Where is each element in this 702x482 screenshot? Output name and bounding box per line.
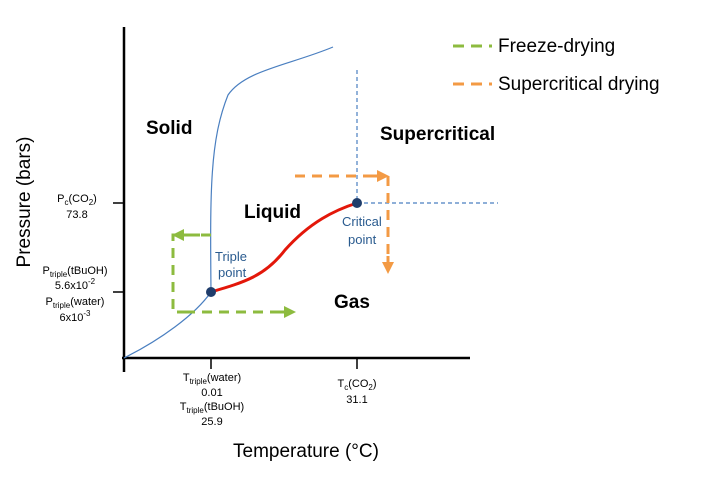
critical-point-marker xyxy=(352,198,362,208)
freeze-drying-path-left xyxy=(171,233,211,314)
x-tick-value-twater: 0.01 xyxy=(201,387,222,399)
critical-point-label-1: Critical xyxy=(342,214,382,229)
x-tick-value-tc: 31.1 xyxy=(346,394,367,406)
triple-point-label-1: Triple xyxy=(215,249,247,264)
region-solid: Solid xyxy=(146,118,192,139)
critical-point-label-2: point xyxy=(348,232,377,247)
y-tick-value-pc: 73.8 xyxy=(66,209,87,221)
vaporization-curve xyxy=(210,201,358,294)
y-tick-value-ptbuoh: 5.6x10-2 xyxy=(55,277,96,292)
x-tick-label-ttbuoh: Ttriple(tBuOH) xyxy=(180,401,244,415)
x-axis-title: Temperature (°C) xyxy=(233,441,379,462)
sublimation-curve xyxy=(123,291,212,359)
melting-curve xyxy=(210,46,334,293)
x-tick-label-tc: Tc(CO2) xyxy=(337,378,376,392)
y-tick-value-pwater: 6x10-3 xyxy=(60,309,92,324)
region-gas: Gas xyxy=(334,292,370,313)
region-liquid: Liquid xyxy=(244,202,301,223)
y-tick-label-pc: Pc(CO2) xyxy=(57,193,97,207)
x-tick-value-ttbuoh: 25.9 xyxy=(201,416,222,428)
y-tick-label-ptbuoh: Ptriple(tBuOH) xyxy=(42,265,107,279)
y-axis-title: Pressure (bars) xyxy=(14,137,35,268)
legend-supercritical-label: Supercritical drying xyxy=(498,74,660,95)
region-supercritical: Supercritical xyxy=(380,124,495,145)
x-tick-label-twater: Ttriple(water) xyxy=(183,372,241,386)
y-tick-label-pwater: Ptriple(water) xyxy=(46,296,105,310)
triple-point-marker xyxy=(206,287,216,297)
legend: Freeze-drying Supercritical drying xyxy=(453,36,660,95)
triple-point-label-2: point xyxy=(218,265,247,280)
legend-freeze-label: Freeze-drying xyxy=(498,36,615,57)
